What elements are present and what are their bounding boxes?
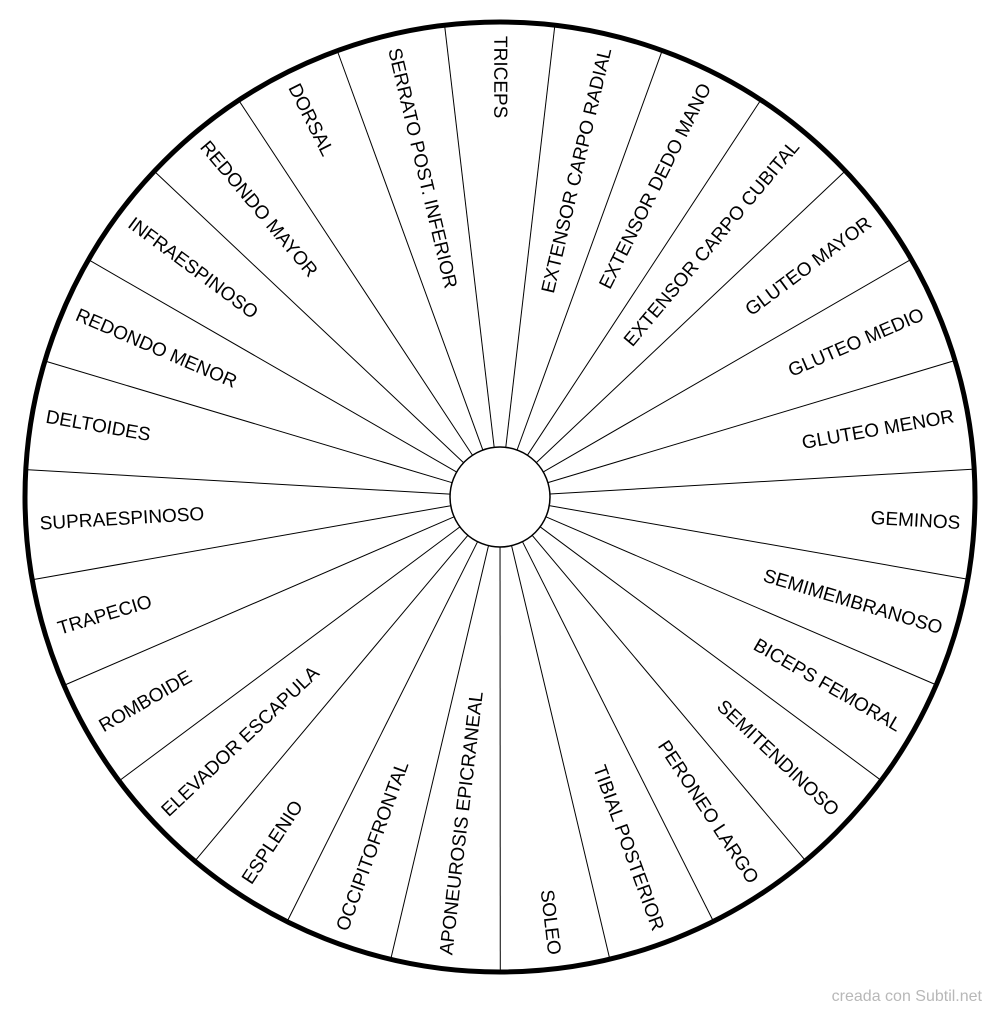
segment-label: TRICEPS	[489, 36, 510, 118]
wheel-divider	[543, 258, 912, 473]
wheel-divider	[516, 50, 663, 451]
wheel-divider	[32, 505, 451, 581]
wheel-divider	[336, 50, 484, 451]
wheel-divider	[522, 541, 714, 922]
segment-label: GEMINOS	[870, 508, 961, 534]
wheel-divider	[153, 170, 464, 464]
wheel-divider	[531, 534, 806, 862]
wheel-divider	[238, 100, 473, 456]
wheel-divider	[63, 516, 455, 686]
wheel-divider	[539, 526, 882, 781]
wheel-divider	[390, 545, 489, 960]
wheel-divider	[536, 170, 846, 464]
wheel-divider	[547, 360, 956, 484]
wheel-divider	[527, 99, 762, 456]
wheel-dividers	[25, 25, 975, 973]
wheel-divider	[88, 259, 457, 473]
wheel-divider	[25, 469, 451, 495]
wheel-divider	[44, 360, 453, 484]
wheel-divider	[286, 541, 479, 922]
wheel-divider	[545, 516, 937, 686]
wheel-divider	[549, 468, 975, 495]
wheel-hub	[449, 446, 551, 548]
wheel-divider	[511, 545, 611, 960]
wheel-divider	[118, 526, 461, 782]
wheel-divider	[505, 25, 556, 448]
credit-text: creada con Subtil.net	[831, 988, 982, 1005]
wheel-divider	[194, 534, 469, 862]
wheel-divider	[444, 25, 495, 448]
wheel-divider	[549, 505, 968, 580]
